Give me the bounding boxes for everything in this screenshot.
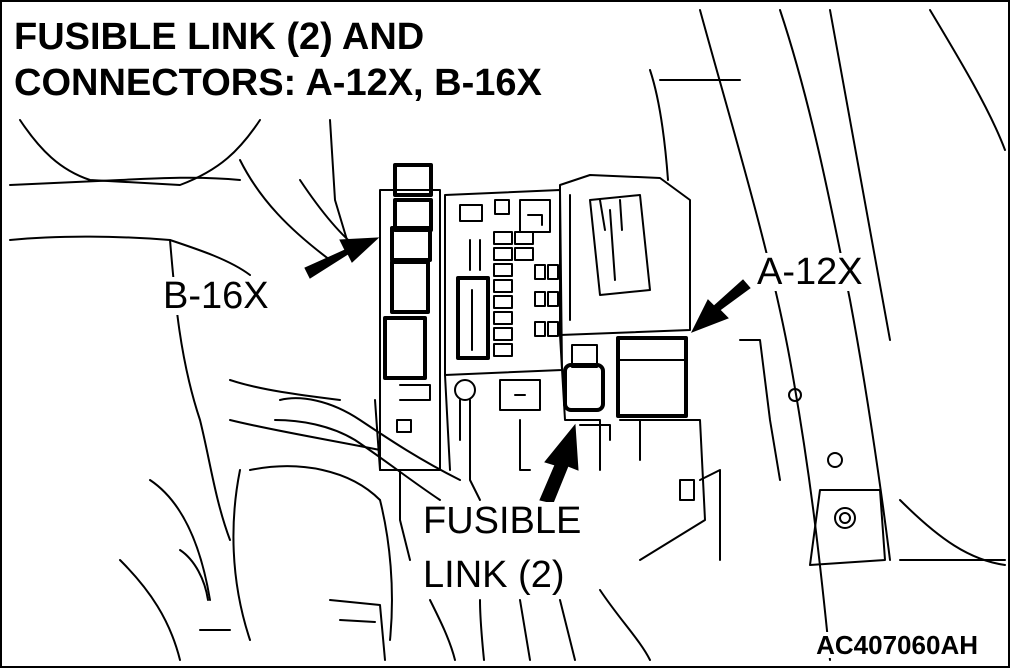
callout-arrows: [304, 237, 751, 504]
fuse-box-lid: [519, 174, 706, 561]
arrow-b16x: [304, 237, 380, 279]
arrow-fusible-link: [539, 423, 579, 504]
figure-code: AC407060AH: [814, 630, 980, 660]
right-body-panel: [649, 9, 1006, 661]
title-line-2: CONNECTORS: A-12X, B-16X: [14, 62, 542, 104]
callout-a12x: A-12X: [754, 253, 866, 291]
callout-b16x: B-16X: [160, 277, 272, 315]
callout-fusible-link-line-1: FUSIBLE: [420, 502, 585, 540]
b16x-connector-stack: [374, 163, 441, 471]
arrow-a12x: [690, 279, 751, 333]
wiring-harness: [274, 379, 651, 661]
lower-left-component: [119, 465, 393, 661]
title-line-1: FUSIBLE LINK (2) AND: [14, 16, 425, 58]
callout-fusible-link-line-2: LINK (2): [420, 556, 568, 594]
relay-box: [444, 189, 563, 471]
